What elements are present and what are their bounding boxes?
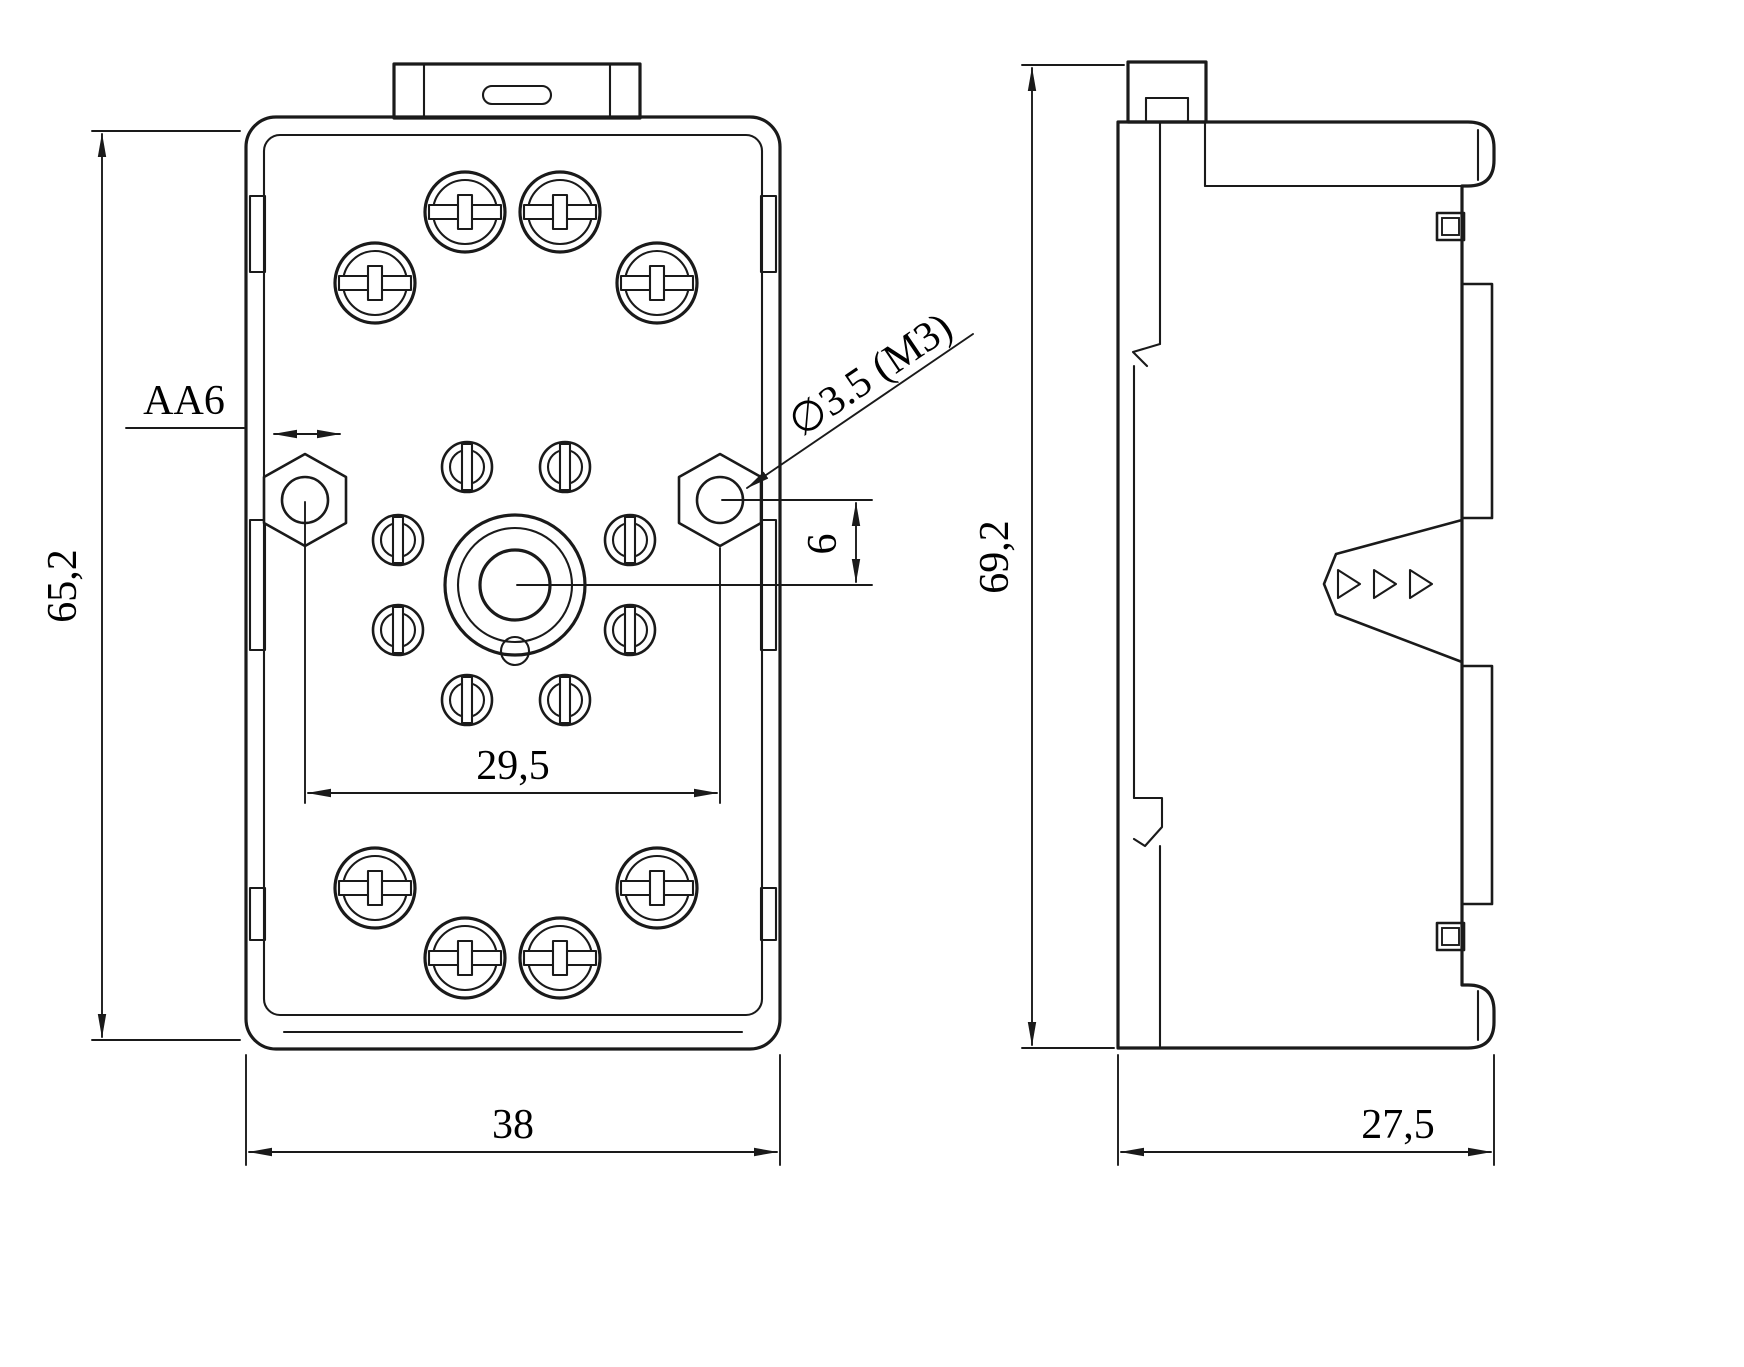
dim-side-depth: 27,5 (1117, 1054, 1495, 1166)
marking-label: AA6 (143, 378, 225, 424)
keyway (499, 635, 531, 667)
dim-label-pin-span: 29,5 (476, 743, 550, 789)
dim-front-height: 65,2 (40, 130, 241, 1041)
dim-label-front-width: 38 (492, 1102, 534, 1148)
dim-label-offset: 6 (800, 534, 846, 555)
screw-terminal (518, 170, 602, 254)
side-body-outline (1116, 120, 1496, 1050)
front-body-outline (244, 115, 782, 1051)
dim-pin-span: 29,5 (304, 501, 721, 804)
screw-terminal (615, 241, 699, 325)
screw-terminal (423, 916, 507, 1000)
pin-terminal (538, 440, 592, 494)
front-view (244, 62, 782, 1051)
screw-terminal (518, 916, 602, 1000)
screw-terminal (333, 846, 417, 930)
screw-terminal (615, 846, 699, 930)
side-latch (1322, 518, 1464, 664)
dim-front-width: 38 (245, 1054, 781, 1166)
dimensions: 65,2 38 29,5 6 AA6 ∅3.5 (M3) (40, 64, 1495, 1166)
pin-terminal (371, 603, 425, 657)
front-screw-terminals-top (333, 170, 699, 325)
pin-terminal (440, 440, 494, 494)
side-right-rails (1460, 282, 1494, 906)
dim-label-side-depth: 27,5 (1361, 1102, 1435, 1148)
side-view (1116, 60, 1496, 1050)
tab-slot (481, 84, 553, 106)
side-flange-details (1203, 120, 1480, 1042)
hole-callout-label: ∅3.5 (M3) (781, 304, 961, 446)
screw-terminal (423, 170, 507, 254)
pin-terminal (440, 673, 494, 727)
pin-terminal (371, 513, 425, 567)
marking-callout: AA6 (125, 378, 341, 439)
dim-label-side-height: 69,2 (972, 520, 1018, 594)
latch-arrow-icon (1336, 568, 1362, 600)
dim-label-front-height: 65,2 (40, 549, 86, 623)
front-din-tab (392, 62, 642, 120)
screw-terminal (333, 241, 417, 325)
side-left-channel (1131, 120, 1164, 1048)
side-square-holes (1435, 211, 1466, 952)
dim-side-height: 69,2 (972, 64, 1125, 1049)
pin-terminal (538, 673, 592, 727)
dim-offset: 6 (516, 499, 873, 586)
latch-arrow-icon (1372, 568, 1398, 600)
pin-terminal (603, 513, 657, 567)
latch-arrow-icon (1408, 568, 1434, 600)
side-din-tab (1126, 60, 1208, 124)
front-center-hole (443, 513, 587, 667)
pin-terminal (603, 603, 657, 657)
front-bottom-terminals (333, 846, 699, 1000)
